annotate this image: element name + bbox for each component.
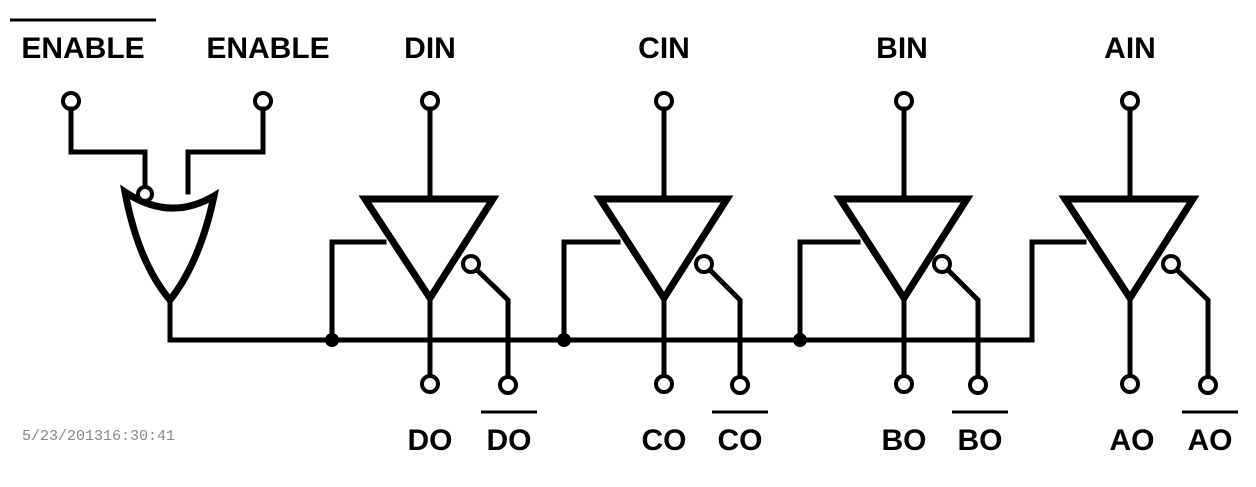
or-gate-inversion-bubble [136,185,154,203]
buffer-a-inversion-bubble [1161,254,1181,274]
co-label: CO [642,424,687,457]
or-gate [120,184,220,306]
ao-bar-label: AO [1188,424,1233,457]
enable-wire [185,106,266,195]
bo-label: BO [882,424,927,457]
enable-wire-d [329,239,387,343]
ao-bar-wire [1173,266,1211,380]
buffer-a-triangle [1058,195,1200,305]
enable-label: ENABLE [206,32,329,65]
ain-label: AIN [1104,32,1156,65]
co-pin [654,374,674,394]
do-label: DO [408,424,453,457]
ao-label: AO [1110,424,1155,457]
enable-bus [167,297,1035,343]
din-label: DIN [404,32,456,65]
do-pin [420,374,440,394]
co-bar-wire [706,266,743,380]
do-bar-wire [473,266,511,380]
ao-bar-pin [1198,375,1218,395]
buffer-b-triangle [833,195,974,305]
co-bar-label: CO [718,424,763,457]
buffer-d-triangle [358,195,500,305]
enable-wire-c [561,239,621,343]
do-bar-label: DO [487,424,532,457]
bin-label: BIN [876,32,928,65]
bo-bar-pin [968,375,988,395]
bo-bar-wire [944,266,981,380]
buffer-c-triangle [593,195,734,305]
timestamp: 5/23/201316:30:41 [22,428,175,445]
bo-bar-label: BO [958,424,1003,457]
ao-pin [1120,374,1140,394]
enable-wire-b [797,239,861,343]
buffer-d-inversion-bubble [461,254,481,274]
cin-label: CIN [638,32,690,65]
buffer-c-inversion-bubble [694,254,714,274]
co-bar-pin [730,375,750,395]
enable-bar-label: ENABLE [21,32,144,65]
do-bar-pin [498,375,518,395]
buffer-b-inversion-bubble [932,254,952,274]
bo-pin [894,374,914,394]
enable-wire-a [1029,239,1087,343]
enable-bar-wire [68,106,148,189]
